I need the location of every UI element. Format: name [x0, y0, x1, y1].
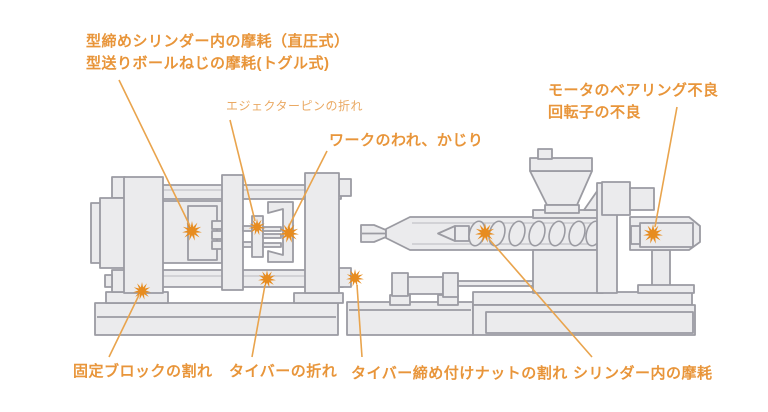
- label-tie-bar-nut-crack: タイバー締め付けナットの割れ: [351, 365, 568, 382]
- failure-star-icon-motor-bearing-rotor-fault: [643, 224, 663, 244]
- base-middle: [346, 301, 474, 336]
- base-left: [94, 302, 339, 336]
- failure-star-icon-work-crack-galling: [279, 223, 299, 243]
- leader-line-motor-bearing-rotor-fault: [654, 106, 678, 228]
- drive-upper-block: [601, 181, 631, 216]
- mold-work-bracket: [267, 201, 294, 263]
- failure-star-icon-tie-bar-nut-crack: [346, 269, 364, 287]
- clamping-unit: [90, 172, 352, 304]
- screw-flights: [468, 220, 603, 247]
- label-tie-bar-break: タイバーの折れ: [229, 363, 338, 380]
- ejector-pin-2: [262, 233, 282, 239]
- injection-unit: [360, 148, 701, 306]
- machine-base: [94, 291, 696, 336]
- platen-fixed: [304, 172, 340, 294]
- failure-star-icon-ejector-pin-break: [248, 218, 266, 236]
- leader-line-tie-bar-nut-crack: [356, 284, 363, 358]
- failure-star-icon-fixed-block-crack: [133, 282, 151, 300]
- hopper-flange: [544, 204, 580, 214]
- tie-bar-end-nub: [104, 274, 113, 288]
- drive-nub: [629, 187, 655, 211]
- failure-star-icon-tie-bar-break: [258, 270, 276, 288]
- hopper-cap: [537, 148, 553, 160]
- motor-foot: [637, 284, 695, 294]
- ejector-pin-1: [262, 226, 282, 232]
- motor-tab: [630, 225, 641, 245]
- leader-line-work-crack-galling: [287, 150, 328, 229]
- platen-moving: [221, 174, 244, 291]
- label-cylinder-wear: シリンダー内の摩耗: [573, 365, 713, 382]
- ejector-pin-3: [262, 242, 282, 248]
- failure-star-icon-mold-clamp-cylinder-wear: [182, 221, 202, 241]
- leader-line-ejector-pin-break: [229, 119, 256, 222]
- platen-left: [123, 176, 164, 294]
- leader-line-mold-clamp-cylinder-wear: [118, 79, 191, 227]
- leader-line-cylinder-wear: [488, 238, 593, 358]
- label-motor-bearing-rotor-fault: モータのベアリング不良 回転子の不良: [548, 82, 719, 121]
- label-fixed-block-crack: 固定ブロックの割れ: [73, 363, 213, 380]
- hopper-top: [529, 157, 593, 172]
- label-ejector-pin-break: エジェクターピンの折れ: [226, 99, 364, 113]
- label-mold-clamp-cylinder-wear: 型締めシリンダー内の摩耗（直圧式） 型送りボールねじの摩耗(トグル式): [86, 33, 350, 72]
- clamp-cylinder: [99, 197, 126, 269]
- base-right-panel: [485, 311, 694, 334]
- leader-line-fixed-block-crack: [108, 294, 140, 358]
- label-work-crack-galling: ワークのわれ、かじり: [329, 132, 484, 149]
- failure-star-icon-cylinder-wear: [475, 223, 495, 243]
- leader-line-tie-bar-break: [251, 284, 266, 358]
